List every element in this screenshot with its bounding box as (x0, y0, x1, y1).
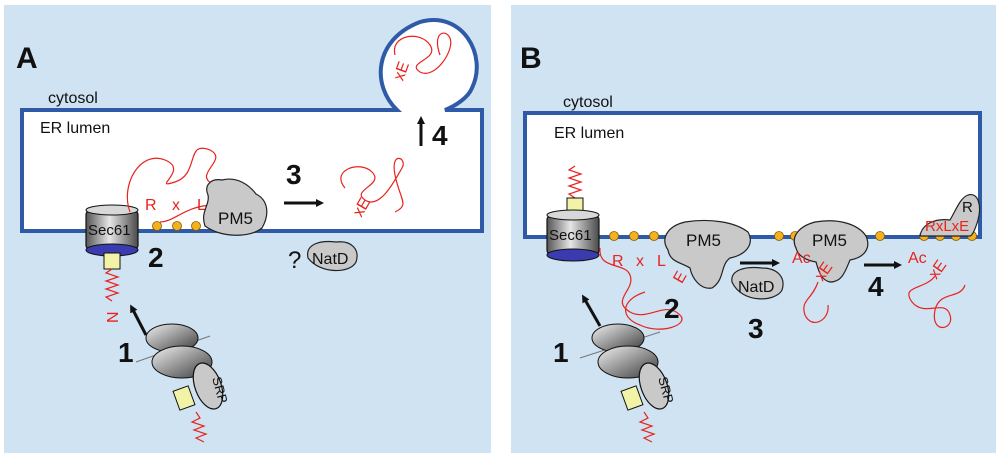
panel-b-pm5-label-1: PM5 (686, 231, 721, 250)
panel-a-question-mark: ? (288, 247, 301, 274)
panel-a: A cytosol ER lumen Sec61 N R x L E (4, 5, 491, 453)
panel-b-er-lumen-label: ER lumen (554, 125, 624, 142)
panel-a-srp: SRP (172, 362, 231, 411)
panel-a-step-4: 4 (432, 120, 448, 151)
panel-b-lumen-anchor-chain (567, 165, 583, 199)
panel-a-step-1: 1 (118, 337, 134, 368)
panel-b-natd-label: NatD (738, 279, 774, 296)
panel-b-rxlxe: RxLxE (925, 218, 969, 235)
panel-b-sec61-label: Sec61 (549, 227, 592, 244)
panel-a-released-chain (340, 157, 404, 213)
panel-a-vesicle-chain (393, 32, 452, 74)
panel-a-natd: NatD (307, 240, 358, 272)
panel-b-motif-r: R (612, 253, 624, 270)
panel-a-sec61-channel: Sec61 (85, 204, 139, 257)
panel-a-vesicle-motif: xE (391, 60, 413, 83)
panel-b-natd: NatD (731, 266, 784, 300)
panel-a-srp-label: SRP (209, 375, 230, 405)
panel-a-n-terminus: N (105, 311, 122, 323)
panel-b: B cytosol ER lumen Sec61 (511, 5, 996, 453)
panel-b-er-membrane (523, 111, 982, 239)
panel-b-ac-2: Ac (908, 250, 927, 267)
panel-b-step-4: 4 (868, 271, 884, 302)
panel-a-er-lumen-label: ER lumen (40, 120, 110, 137)
panel-b-motif-l: L (657, 253, 666, 270)
panel-a-step-1-arrow (130, 304, 148, 336)
panel-a-vesicle-neck-gap (415, 101, 427, 113)
panel-a-pm5-label: PM5 (218, 209, 253, 228)
panel-b-chain-step-2 (599, 247, 683, 330)
panel-b-step-1-arrow (582, 294, 602, 327)
panel-a-srp-chain (190, 411, 208, 443)
panel-b-step-2: 2 (664, 293, 680, 324)
panel-a-cytosol-label: cytosol (48, 90, 98, 107)
panel-a-motif-l: L (197, 197, 206, 214)
panel-b-srp-chain (638, 411, 656, 443)
panel-b-r-fragment: R (919, 194, 981, 237)
panel-a-sec61-label: Sec61 (88, 222, 131, 239)
panel-a-signal-anchor (103, 252, 121, 270)
panel-b-ac-1: Ac (792, 250, 811, 267)
panel-a-step-3: 3 (286, 159, 302, 190)
panel-b-pm5-enzyme-1: PM5 (664, 219, 751, 289)
panel-b-pm5-label-2: PM5 (812, 231, 847, 250)
panel-b-pm5-enzyme-2: PM5 (793, 220, 869, 283)
panel-a-nascent-chain-cytosol (104, 268, 120, 302)
panel-b-r-top: R (962, 199, 973, 216)
panel-a-step-2: 2 (148, 242, 164, 273)
panel-a-motif-x: x (172, 197, 180, 214)
panel-b-chain-step-3 (803, 281, 829, 323)
panel-a-natd-label: NatD (312, 251, 348, 268)
panel-a-motif-r: R (145, 197, 157, 214)
panel-b-sec61-channel: Sec61 (546, 209, 600, 262)
panel-a-lipid-dots (152, 221, 201, 231)
panel-b-srp-label: SRP (655, 375, 676, 405)
panel-b-letter: B (520, 42, 542, 75)
panel-a-er-membrane (20, 18, 484, 233)
panel-a-letter: A (16, 42, 38, 75)
panel-b-motif-x: x (636, 253, 644, 270)
panel-b-ribosome (579, 323, 661, 379)
panel-b-srp: SRP (620, 362, 677, 411)
panel-b-step-3: 3 (748, 313, 764, 344)
panel-b-chain-step-4 (908, 275, 966, 328)
panel-b-cytosol-label: cytosol (563, 94, 613, 111)
panel-a-pm5-enzyme: PM5 (203, 178, 268, 236)
panel-b-step-1: 1 (553, 337, 569, 368)
